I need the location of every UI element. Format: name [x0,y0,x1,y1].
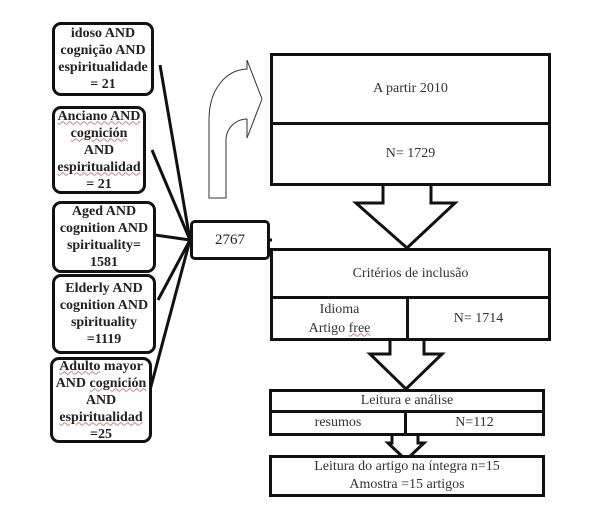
connector-line [154,233,191,242]
search-box-line: spirituality= [66,238,142,253]
search-box-word: Adulto [59,358,101,374]
connector-line [148,239,192,391]
search-box-line: AND cognición [55,375,147,391]
stage4-line1: Leitura do artigo na íntegra n=15 [314,459,500,474]
stage1-title-box: A partir 2010 [270,53,551,125]
stage2-criteria-box: Idioma Artigo free [270,296,409,341]
search-box-line: espiritualidad [57,159,141,175]
search-box-line: cognition AND [59,221,149,236]
stage3-count-box: N=112 [404,410,545,436]
stage1-title: A partir 2010 [373,81,448,96]
search-box-spanish-adulto: Adulto mayor AND cognición AND espiritua… [50,357,152,443]
search-box-line: =25 [90,426,112,442]
search-box-spanish-anciano: Anciano AND cognición AND espiritualidad… [52,106,146,194]
stage4-box: Leitura do artigo na íntegra n=15 Amostr… [269,455,545,497]
stage3-sub-box: resumos [269,410,407,436]
stage2-free-word: free [348,320,371,336]
down-arrow-icon [366,341,446,392]
search-box-line: Elderly AND [65,281,143,296]
stage2-count-box: N= 1714 [406,296,551,341]
search-box-line: 1581 [90,255,118,270]
stage2-criteria-line: Idioma [319,301,360,317]
stage2-criteria-line: Artigo free [308,320,371,336]
search-box-line: Aged AND [71,204,137,219]
search-box-english-elderly: Elderly AND cognition AND spirituality =… [52,274,156,354]
search-box-line: = 21 [86,176,112,192]
curved-arrow-icon [208,59,263,199]
stage1-count: N= 1729 [385,146,436,161]
search-box-line: espiritualidad [59,409,143,425]
search-box-line: cognición [70,125,128,141]
stage3-title-box: Leitura e análise [269,389,545,413]
search-box-line: spirituality [70,315,138,330]
stage1-count-box: N= 1729 [270,122,551,186]
search-box-line: Adulto mayor [59,358,143,374]
stage3-title: Leitura e análise [360,393,454,408]
connector-line [150,149,192,241]
total-count-box: 2767 [190,220,270,260]
search-box-line: Anciano AND [57,108,141,124]
search-box-line: AND [83,142,115,158]
search-box-line: cognition AND [59,298,149,313]
search-box-line: espiritualidade [58,60,148,75]
stage3-count: N=112 [455,415,494,430]
search-box-english-aged: Aged AND cognition AND spirituality= 158… [52,201,156,273]
search-box-word: cognición [89,375,147,391]
down-arrow-icon [352,185,459,251]
stage4-line2: Amostra =15 artigos [349,477,465,492]
stage2-title-box: Critérios de inclusão [270,248,551,299]
connector-line [158,64,192,241]
total-count: 2767 [215,231,245,248]
search-box-line: = 21 [90,77,116,92]
search-box-line: idoso AND [70,26,136,41]
stage3-sub: resumos [314,415,362,430]
search-box-line: =1119 [86,332,122,347]
stage2-count: N= 1714 [453,310,504,326]
search-box-portuguese: idoso AND cognição AND espiritualidade =… [52,22,154,96]
search-box-line: cognição AND [60,43,146,58]
connector-line [156,239,192,301]
stage2-title: Critérios de inclusão [352,265,469,281]
search-box-line: AND [85,392,117,408]
